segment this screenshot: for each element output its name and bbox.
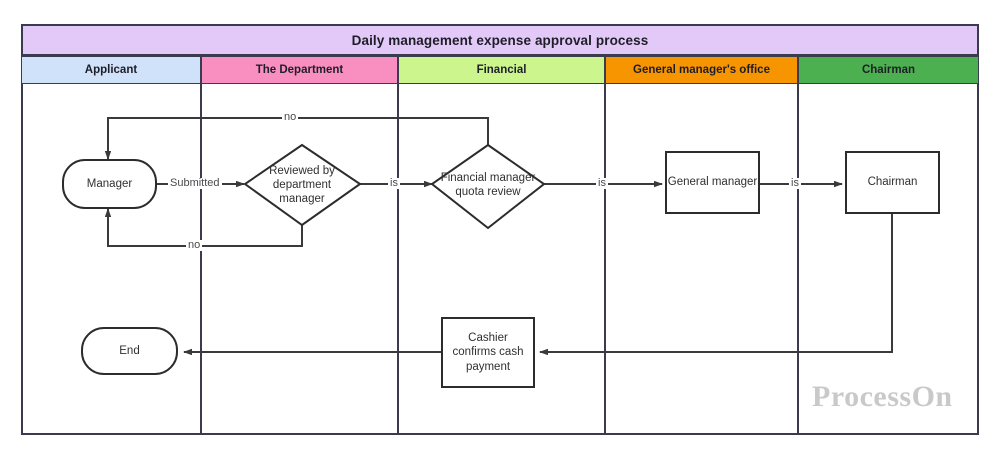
edge-label-is-2: is (596, 177, 608, 189)
node-end[interactable] (81, 327, 178, 375)
lane-divider-2 (397, 84, 399, 435)
lane-header-applicant: Applicant (21, 56, 201, 84)
edge-label-no-bottom: no (186, 239, 203, 251)
lane-label-financial: Financial (476, 64, 527, 76)
node-finance-review[interactable] (430, 143, 546, 230)
lane-label-the-department: The Department (255, 64, 344, 76)
lane-divider-1 (200, 84, 202, 435)
lane-divider-3 (604, 84, 606, 435)
node-cashier[interactable] (441, 317, 535, 388)
connector-chairman-to-cashier (539, 213, 893, 356)
lane-label-general-managers-office: General manager's office (633, 64, 770, 76)
edge-label-is-1: is (388, 177, 400, 189)
edge-label-submitted: Submitted (168, 177, 222, 189)
edge-label-is-3: is (789, 177, 801, 189)
lane-label-applicant: Applicant (84, 64, 138, 76)
edge-label-no-top: no (282, 111, 299, 123)
processon-watermark: ProcessOn (812, 380, 953, 413)
connector-no-bottom (104, 208, 303, 247)
node-manager[interactable] (62, 159, 157, 209)
lane-header-general-managers-office: General manager's office (605, 56, 798, 84)
lane-header-chairman: Chairman (798, 56, 979, 84)
diagram-title: Daily management expense approval proces… (21, 24, 979, 56)
lane-label-chairman: Chairman (861, 64, 916, 76)
node-chairman[interactable] (845, 151, 940, 214)
lane-header-the-department: The Department (201, 56, 398, 84)
node-general-manager[interactable] (665, 151, 760, 214)
lane-divider-4 (797, 84, 799, 435)
lane-header-financial: Financial (398, 56, 605, 84)
node-dept-review[interactable] (243, 143, 362, 227)
